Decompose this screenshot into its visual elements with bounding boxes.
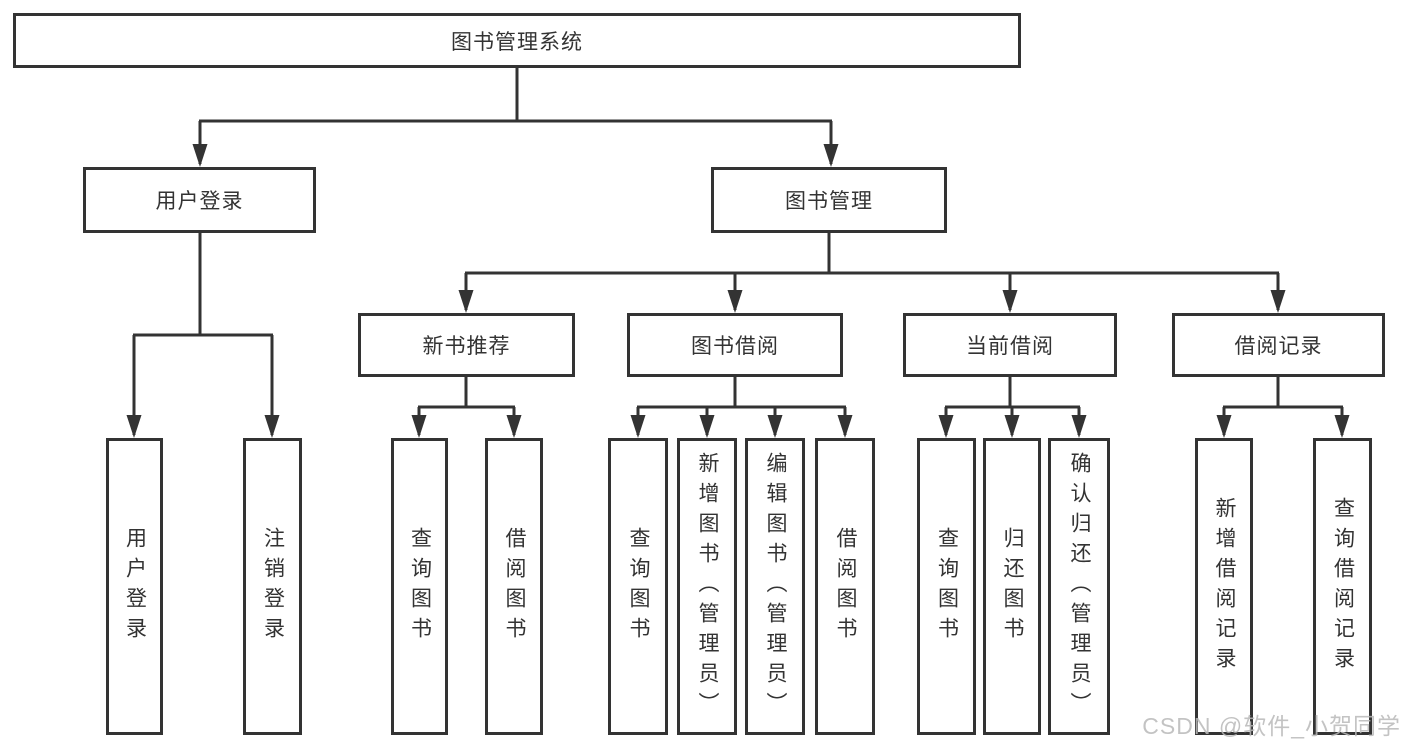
- arrowhead-down-icon: [837, 415, 853, 438]
- arrowhead-down-icon: [630, 415, 646, 438]
- node-book-borrowing: 图书借阅: [627, 313, 843, 377]
- connector-bookborrow-to-leaves: [636, 377, 847, 435]
- arrowhead-down-icon: [699, 415, 715, 438]
- arrowhead-down-icon: [1071, 415, 1087, 438]
- arrowhead-down-icon: [938, 415, 954, 438]
- leaf-logout-label: 注销登录: [261, 526, 285, 647]
- connector-bookmgmt-to-level3: [464, 233, 1280, 310]
- connector-root-to-level2: [198, 68, 833, 164]
- leaf-borrow-books-recommend-label: 借阅图书: [503, 526, 526, 647]
- node-root-label: 图书管理系统: [451, 30, 583, 54]
- arrowhead-down-icon: [126, 415, 142, 438]
- node-current-borrowing-label: 当前借阅: [966, 335, 1054, 358]
- node-user-login: 用户登录: [83, 167, 316, 233]
- leaf-query-books-recommend-label: 查询图书: [408, 526, 432, 647]
- arrowhead-down-icon: [823, 144, 839, 167]
- leaf-user-login-label: 用户登录: [123, 526, 147, 647]
- leaf-query-books-current-label: 查询图书: [935, 526, 959, 647]
- arrowhead-down-icon: [1004, 415, 1020, 438]
- leaf-add-book-admin-label: 新增图书（管理员）: [696, 451, 719, 722]
- node-book-borrowing-label: 图书借阅: [691, 335, 779, 358]
- leaf-borrow-books-recommend: 借阅图书: [485, 438, 543, 735]
- watermark: CSDN @软件_小贺同学: [1142, 713, 1401, 739]
- leaf-add-book-admin: 新增图书（管理员）: [677, 438, 737, 735]
- arrowhead-down-icon: [1002, 290, 1018, 313]
- leaf-query-books-current: 查询图书: [917, 438, 976, 735]
- leaf-confirm-return-admin: 确认归还（管理员）: [1048, 438, 1110, 735]
- node-book-management: 图书管理: [711, 167, 947, 233]
- leaf-return-book: 归还图书: [983, 438, 1041, 735]
- arrowhead-down-icon: [767, 415, 783, 438]
- node-user-login-label: 用户登录: [155, 190, 244, 213]
- leaf-query-borrow-record-label: 查询借阅记录: [1331, 496, 1355, 677]
- node-new-book-recommend-label: 新书推荐: [422, 335, 511, 358]
- leaf-edit-book-admin: 编辑图书（管理员）: [745, 438, 805, 735]
- arrowhead-down-icon: [411, 415, 427, 438]
- connector-borrowrecords-to-leaves: [1222, 377, 1344, 435]
- arrowhead-down-icon: [458, 290, 474, 313]
- arrowhead-down-icon: [1334, 415, 1350, 438]
- arrowhead-down-icon: [1216, 415, 1232, 438]
- arrowhead-down-icon: [192, 144, 208, 167]
- leaf-return-book-label: 归还图书: [1001, 526, 1024, 647]
- leaf-confirm-return-admin-label: 确认归还（管理员）: [1068, 451, 1091, 722]
- node-root: 图书管理系统: [13, 13, 1021, 68]
- leaf-query-books-recommend: 查询图书: [391, 438, 448, 735]
- node-current-borrowing: 当前借阅: [903, 313, 1117, 377]
- leaf-logout: 注销登录: [243, 438, 302, 735]
- node-borrowing-records-label: 借阅记录: [1234, 335, 1323, 358]
- leaf-borrow-books-borrowing-label: 借阅图书: [834, 526, 857, 647]
- leaf-borrow-books-borrowing: 借阅图书: [815, 438, 875, 735]
- leaf-edit-book-admin-label: 编辑图书（管理员）: [764, 451, 787, 722]
- arrowhead-down-icon: [727, 290, 743, 313]
- leaf-user-login: 用户登录: [106, 438, 163, 735]
- leaf-add-borrow-record: 新增借阅记录: [1195, 438, 1253, 735]
- arrowhead-down-icon: [506, 415, 522, 438]
- leaf-query-books-borrowing: 查询图书: [608, 438, 668, 735]
- node-new-book-recommend: 新书推荐: [358, 313, 575, 377]
- node-book-management-label: 图书管理: [785, 190, 873, 213]
- connector-userlogin-to-leaves: [132, 233, 274, 435]
- connector-newbooks-to-leaves: [417, 377, 516, 435]
- leaf-query-books-borrowing-label: 查询图书: [627, 526, 650, 647]
- leaf-query-borrow-record: 查询借阅记录: [1313, 438, 1372, 735]
- node-borrowing-records: 借阅记录: [1172, 313, 1385, 377]
- leaf-add-borrow-record-label: 新增借阅记录: [1213, 496, 1236, 677]
- arrowhead-down-icon: [264, 415, 280, 438]
- arrowhead-down-icon: [1270, 290, 1286, 313]
